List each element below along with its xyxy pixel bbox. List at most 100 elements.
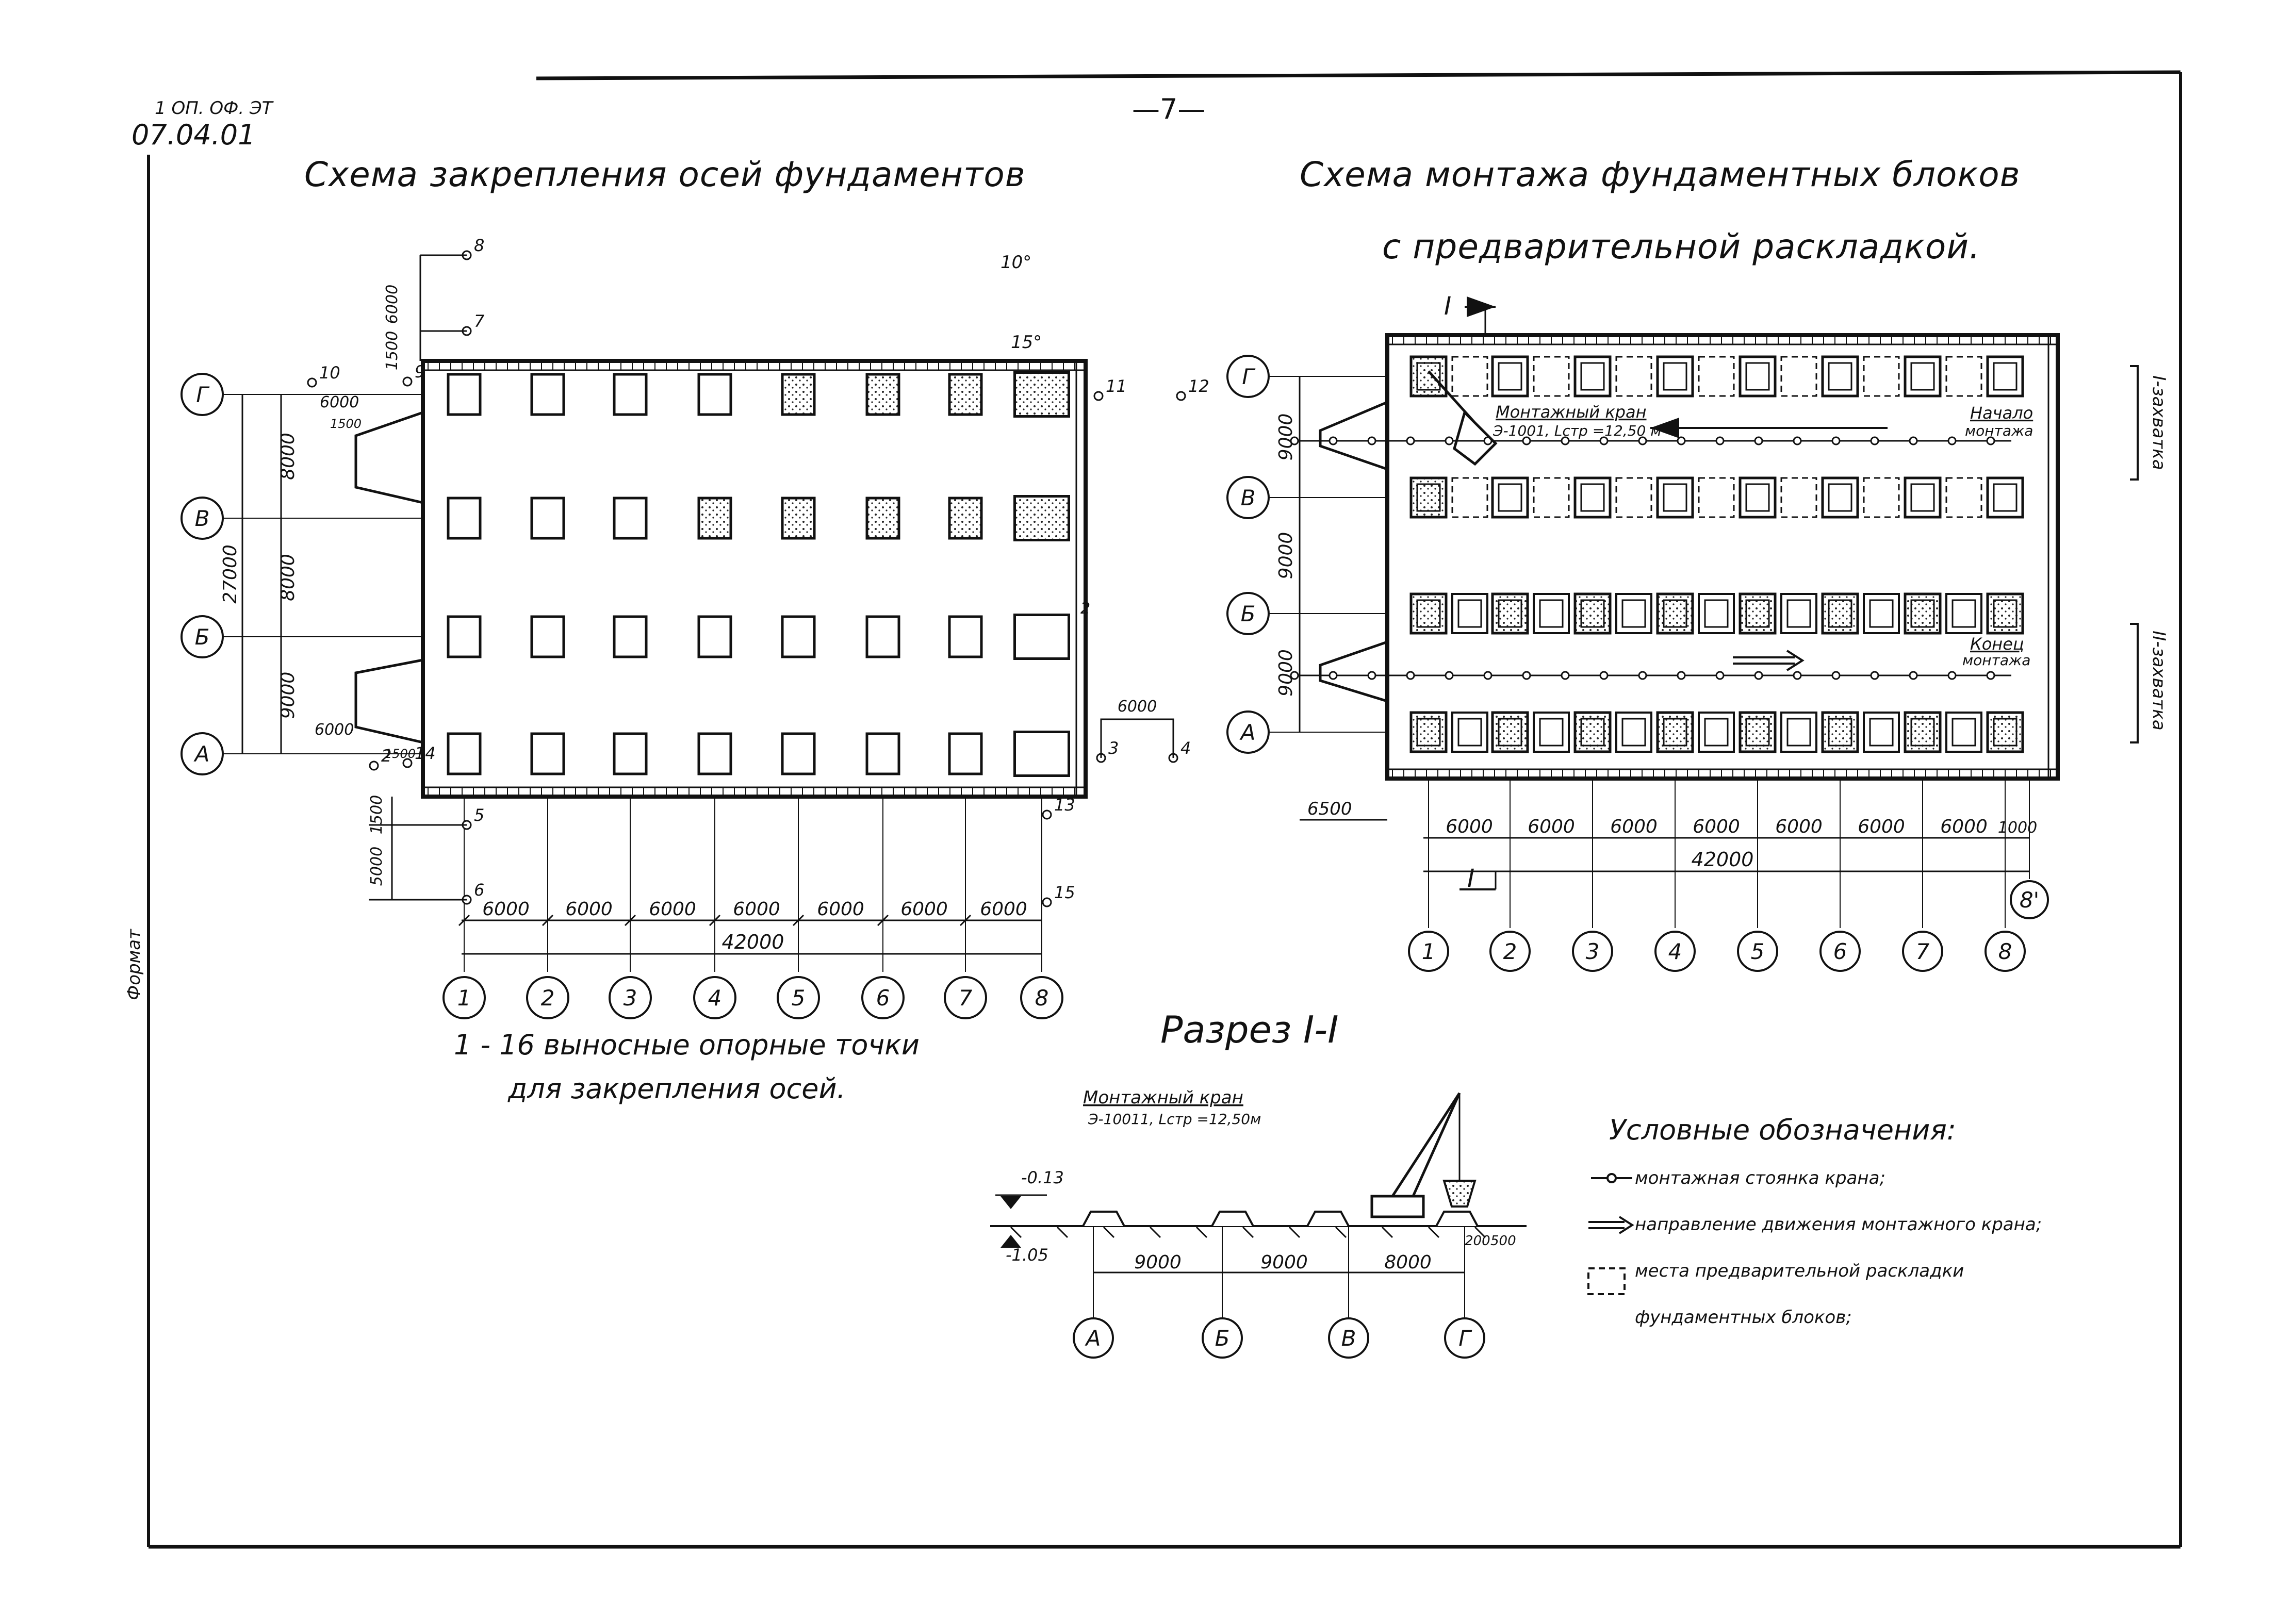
section-axis-bubble (1444, 1317, 1485, 1359)
right-layout-place (1945, 356, 1982, 397)
right-axis-bubble-row-label: Б (1241, 601, 1256, 626)
right-block-inner (1910, 483, 1935, 512)
left-small-dim: 6000 (1118, 698, 1157, 716)
right-dim-col: 6000 (1858, 816, 1905, 837)
right-dim-col: 6000 (1610, 816, 1658, 837)
section-axis-bubble (1202, 1317, 1243, 1359)
left-reference-point-label: 13 (1054, 795, 1075, 815)
right-block-inner (1663, 483, 1687, 512)
right-layout-place (1945, 477, 1982, 518)
crane-stand-point (1483, 671, 1493, 680)
left-reference-point-label: 11 (1106, 376, 1127, 396)
right-scheme-title-line2: с предварительной раскладкой. (1382, 227, 1981, 267)
right-axis-bubble-col (1985, 931, 2026, 972)
left-axis-bubble-row-label: Б (195, 624, 210, 650)
left-dim-col-total: 42000 (722, 931, 784, 953)
left-reference-point-label: 10 (319, 363, 340, 383)
right-axis-bubble-col-label: 6 (1833, 939, 1847, 964)
right-layout-place (1863, 356, 1900, 397)
section-crane-boom (1391, 1092, 1461, 1197)
left-foundation-block (865, 373, 900, 416)
left-foundation-block (447, 615, 482, 658)
right-start-label-line2: монтажа (1965, 422, 2033, 439)
crane-stand-point (1715, 436, 1725, 445)
crane-stand-point (1947, 671, 1957, 680)
left-axis-bubble-row (181, 373, 224, 416)
left-axis-bubble-col (693, 976, 736, 1019)
left-axis-bubble-col-label: 6 (876, 985, 890, 1011)
left-foundation-block (865, 497, 900, 540)
left-reference-point-label: 3 (1108, 738, 1119, 758)
section-axis-bubble-label: Б (1215, 1326, 1230, 1351)
right-block-inner (1416, 599, 1441, 628)
section-axis-bubble-label: В (1341, 1326, 1356, 1351)
crane-stand-point (1947, 436, 1957, 445)
right-axis-bubble-row (1226, 476, 1270, 519)
left-axis-bubble-row (181, 732, 224, 775)
right-axis-bubble-col-label: 3 (1586, 939, 1600, 964)
layout-place-symbol-icon (1587, 1267, 1626, 1295)
crane-stand-point (1715, 671, 1725, 680)
left-reference-point-label: 2 (381, 746, 391, 766)
right-block-second-inner (1539, 599, 1564, 628)
left-foundation-block (781, 615, 816, 658)
crane-stand-point (1638, 436, 1647, 445)
right-axis-bubble-col (1902, 931, 1943, 972)
right-dim-col-total: 42000 (1692, 848, 1754, 871)
left-corner-label: 15° (1011, 332, 1042, 353)
left-dim-tick (877, 914, 889, 927)
left-foundation-block (781, 373, 816, 416)
left-dim-col: 6000 (900, 899, 948, 920)
left-wall-notches (354, 361, 424, 797)
right-axis-bubble-col (1654, 931, 1696, 972)
left-foundation-block (781, 732, 816, 775)
right-end-label-line2: монтажа (1962, 652, 2030, 669)
right-block-second-inner (1704, 599, 1729, 628)
left-foundation-block (697, 615, 732, 658)
right-block-inner (1416, 718, 1441, 747)
left-small-dim: 5000 (368, 847, 386, 886)
right-block-inner (1993, 718, 2018, 747)
left-foundation-block (613, 615, 648, 658)
section-foundation-block (1435, 1211, 1479, 1227)
left-axis-bubble-col (442, 976, 486, 1019)
section-level-top-icon (1001, 1196, 1021, 1209)
section-crane-body-icon (1370, 1195, 1425, 1218)
left-corner-label: 10° (1001, 252, 1031, 273)
right-axis-bubble-row-label: В (1241, 485, 1256, 510)
grip-bracket-1 (2130, 365, 2139, 481)
page-number: —7— (1132, 93, 1206, 125)
left-reference-point-label: 12 (1188, 376, 1209, 396)
crane-stand-point (1793, 436, 1802, 445)
right-axis-bubble-col-label: 1 (1422, 939, 1436, 964)
right-axis-bubble-col (1819, 931, 1861, 972)
left-foundation-block (697, 373, 732, 416)
crane-stand-point (1870, 671, 1879, 680)
left-reference-point (1042, 809, 1052, 820)
section-ground-hatch (1149, 1226, 1161, 1238)
right-block-second-inner (1539, 718, 1564, 747)
left-axis-bubble-row-label: В (195, 506, 210, 531)
right-dim-row: 9000 (1275, 649, 1297, 697)
left-small-dim: 6000 (320, 393, 359, 411)
right-dim-row: 9000 (1275, 414, 1297, 461)
right-block-second-inner (1869, 599, 1894, 628)
right-block-second-inner (1621, 599, 1646, 628)
right-dim-offset: 6500 (1307, 799, 1352, 819)
right-block-inner (1828, 599, 1852, 628)
left-building-outline (421, 359, 1088, 799)
left-foundation-block (530, 615, 565, 658)
right-block-inner (1416, 362, 1441, 391)
grip-bracket-2 (2130, 623, 2139, 743)
left-dim-tick (959, 914, 972, 927)
section-ground-hatch (1195, 1226, 1208, 1238)
left-axis-bubble-row-label: А (193, 741, 210, 767)
left-foundation-block (948, 497, 983, 540)
right-axis-bubble-col-label: 5 (1751, 939, 1765, 964)
right-block-inner (1910, 362, 1935, 391)
right-dim-col: 6000 (1775, 816, 1823, 837)
crane-stand-point (1445, 436, 1454, 445)
left-foundation-block (530, 732, 565, 775)
left-reference-point-label: 8 (474, 236, 484, 255)
